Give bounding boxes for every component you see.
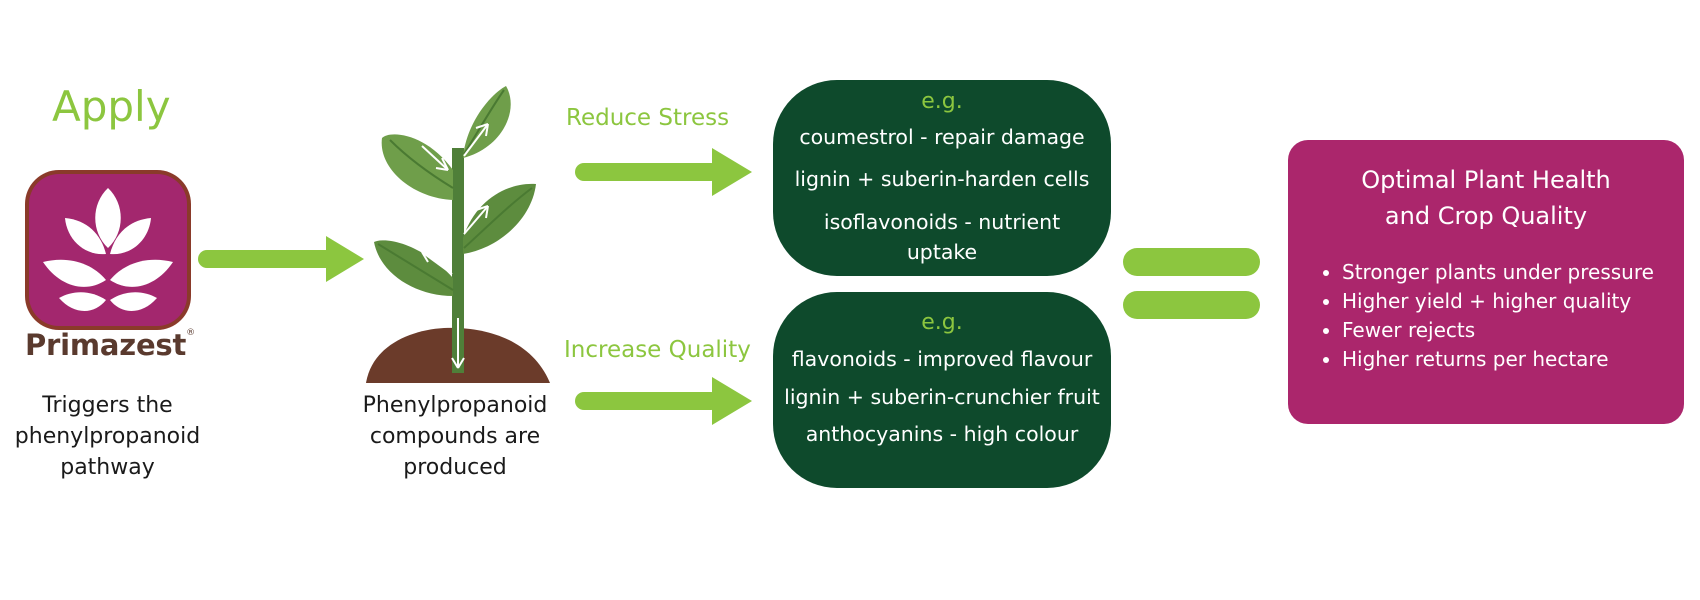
outcome-title: Optimal Plant Health and Crop Quality bbox=[1361, 166, 1611, 230]
outcome-bullet: Fewer rejects bbox=[1342, 316, 1654, 345]
quality-item: anthocyanins - high colour bbox=[805, 422, 1079, 446]
equals-icon bbox=[1123, 248, 1260, 319]
outcome-bullet: Stronger plants under pressure bbox=[1342, 258, 1654, 287]
eg-label: e.g. bbox=[921, 310, 963, 335]
eg-label: e.g. bbox=[921, 89, 963, 114]
apply-title: Apply bbox=[52, 82, 171, 131]
increase-quality-box: e.g. flavonoids - improved flavour ligni… bbox=[773, 292, 1111, 488]
reduce-stress-box: e.g. coumestrol - repair damage lignin +… bbox=[773, 80, 1111, 276]
stress-item: isoflavonoids - nutrient bbox=[823, 210, 1061, 234]
brand-name: Primazest® bbox=[25, 328, 195, 362]
primazest-logo bbox=[25, 170, 191, 330]
outcome-box: Optimal Plant Health and Crop Quality St… bbox=[1288, 140, 1684, 424]
outcome-bullet: Higher yield + higher quality bbox=[1342, 287, 1654, 316]
logo-badge bbox=[29, 174, 187, 326]
arrow-plant-to-stress bbox=[575, 148, 752, 196]
arrow-plant-to-quality bbox=[575, 377, 752, 425]
increase-quality-label: Increase Quality bbox=[564, 337, 751, 363]
arrow-apply-to-plant bbox=[198, 236, 364, 282]
quality-item: lignin + suberin-crunchier fruit bbox=[784, 385, 1100, 409]
plant-icon bbox=[366, 86, 550, 383]
leaf-icon bbox=[43, 188, 173, 311]
reduce-stress-label: Reduce Stress bbox=[566, 105, 730, 131]
stress-item: coumestrol - repair damage bbox=[799, 125, 1085, 149]
stress-item: uptake bbox=[906, 240, 978, 264]
stress-item: lignin + suberin-harden cells bbox=[794, 167, 1090, 191]
outcome-bullet: Higher returns per hectare bbox=[1342, 345, 1654, 374]
plant-caption: Phenylpropanoid compounds are produced bbox=[362, 393, 548, 480]
apply-caption: Triggers the phenylpropanoid pathway bbox=[14, 393, 201, 480]
quality-item: flavonoids - improved flavour bbox=[791, 347, 1093, 371]
outcome-bullets: Stronger plants under pressure Higher yi… bbox=[1322, 258, 1654, 374]
